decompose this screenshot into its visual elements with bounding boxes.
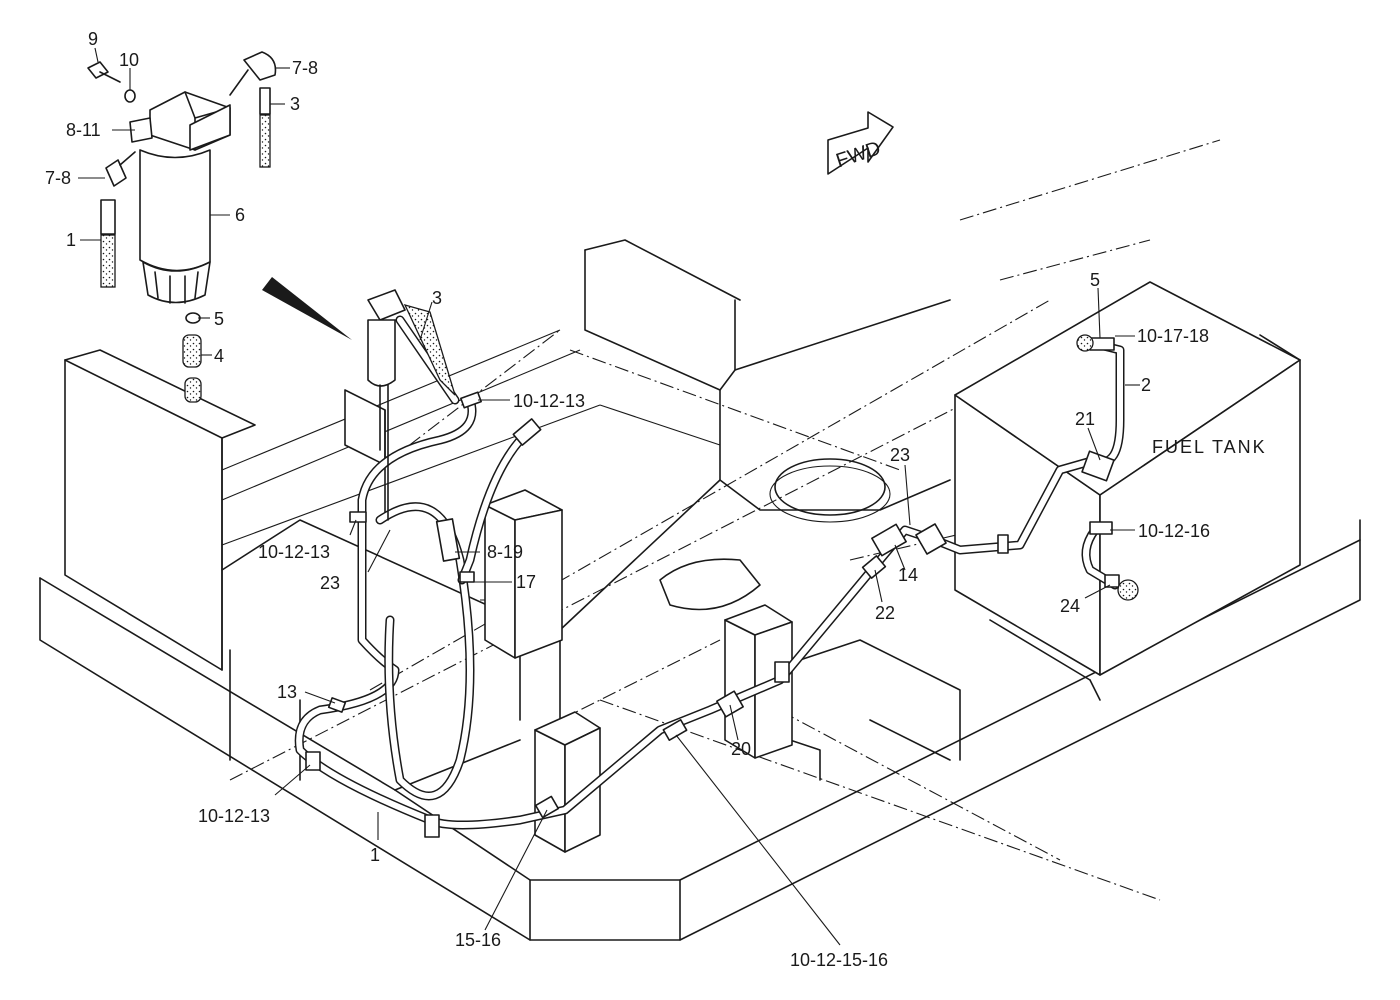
callout-23-right: 23 (890, 445, 910, 465)
callout-5-right: 5 (1090, 270, 1100, 290)
view-pointer (262, 277, 352, 340)
callout-23-left: 23 (320, 573, 340, 593)
callout-24: 24 (1060, 596, 1080, 616)
callout-leaders (78, 47, 1140, 946)
callout-1-left: 1 (66, 230, 76, 250)
callout-14: 14 (898, 565, 918, 585)
installed-fuel-filter (367, 289, 456, 521)
callout-20: 20 (731, 739, 751, 759)
tank-fittings (1076, 334, 1139, 601)
callout-3-top: 3 (290, 94, 300, 114)
callout-10-12-16: 10-12-16 (1138, 521, 1210, 541)
hose-clamps (305, 337, 1120, 838)
bracket-block-center (484, 489, 563, 659)
exploded-fuel-filter (87, 51, 277, 403)
callout-17: 17 (516, 572, 536, 592)
callout-9: 9 (88, 29, 98, 49)
callout-10-12-13-a: 10-12-13 (513, 391, 585, 411)
callout-10-12-15-16: 10-12-15-16 (790, 950, 888, 970)
callout-10-12-13-b: 10-12-13 (258, 542, 330, 562)
callout-3-mid: 3 (432, 288, 442, 308)
callout-10-12-13-c: 10-12-13 (198, 806, 270, 826)
callout-5-left: 5 (214, 309, 224, 329)
callout-7-8-top: 7-8 (292, 58, 318, 78)
bracket-block-right (724, 604, 793, 759)
forward-direction-arrow: FWD (827, 111, 894, 175)
callout-8-11: 8-11 (66, 120, 101, 140)
callout-22: 22 (875, 603, 895, 623)
callout-15-16: 15-16 (455, 930, 501, 950)
callout-13: 13 (277, 682, 297, 702)
callout-10: 10 (119, 50, 139, 70)
callout-7-8-left: 7-8 (45, 168, 71, 188)
fuel-tank-label: FUEL TANK (1152, 437, 1267, 457)
callout-6: 6 (235, 205, 245, 225)
callout-2: 2 (1141, 375, 1151, 395)
fuel-tank (954, 281, 1301, 676)
callout-8-19: 8-19 (487, 542, 523, 562)
callout-labels: 9 10 7-8 3 8-11 7-8 6 1 5 4 3 10-12-13 1… (45, 29, 1210, 970)
callout-10-17-18: 10-17-18 (1137, 326, 1209, 346)
callout-4: 4 (214, 346, 224, 366)
callout-21: 21 (1075, 409, 1095, 429)
bracket-block-bottom (534, 711, 601, 853)
callout-1-bottom: 1 (370, 845, 380, 865)
